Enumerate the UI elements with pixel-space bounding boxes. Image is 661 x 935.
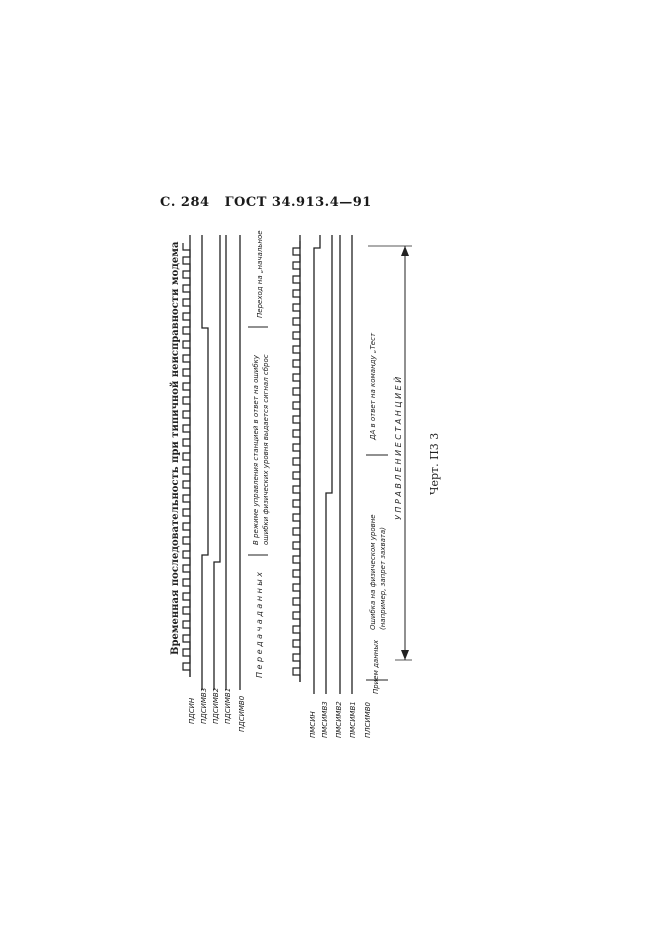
signal-pdsimv2: [213, 235, 221, 690]
annotation-control-mode-2: ошибки физических уровня выдается сигнал…: [262, 354, 270, 545]
label-pmsin: ПМСИН: [309, 711, 317, 738]
annotation-error-physical-2: (например, запрет захвата): [379, 527, 387, 630]
clock-wave: [292, 241, 301, 682]
label-pmsimv1: ПМСИМВ1: [349, 701, 357, 738]
clock-teeth-top: [182, 243, 191, 677]
annotation-control-mode: В режиме управления станцией в ответ на …: [252, 354, 260, 545]
annotation-transfer-data: П е р е д а ч а д а н н ы х: [255, 572, 264, 678]
arrow-head-bottom: [401, 650, 409, 660]
label-pmsimv3: ПМСИМВ3: [321, 701, 329, 738]
label-pmsimv2: ПМСИМВ2: [335, 701, 343, 738]
annotation-data-label: Прием данных: [372, 639, 380, 694]
annotation-error-physical: Ошибка на физическом уровне: [369, 514, 377, 630]
standard-code: ГОСТ 34.913.4—91: [224, 195, 372, 210]
label-pdsimv2: ПДСИМВ2: [212, 687, 220, 724]
annotation-transfer-start: Переход на „начальное: [256, 230, 264, 318]
page-header: С. 284 ГОСТ 34.913.4—91: [160, 195, 382, 210]
label-pdsimv0: ПДСИМВ0: [238, 695, 246, 732]
clock-wave: [182, 243, 191, 677]
arrow-head-top: [401, 246, 409, 256]
label-pdsimv3: ПДСИМВ3: [200, 688, 208, 724]
label-pdsin: ПДСИН: [188, 697, 196, 724]
page-number: С. 284: [160, 195, 210, 210]
signal-pmsimv2: [325, 235, 333, 694]
annotation-station-control: У П Р А В Л Е Н И Е С Т А Н Ц И Е Й: [392, 377, 403, 520]
figure-caption: Черт. П3 3: [428, 433, 441, 495]
annotation-yes-answer: ДА в ответ на команду „Тест: [369, 332, 377, 441]
label-plsimv0: ПЛСИМВ0: [364, 702, 372, 738]
clock-teeth-bottom: [292, 241, 301, 682]
label-pdsimv1: ПДСИМВ1: [224, 688, 232, 724]
signal-pmsimv3: [313, 235, 321, 694]
signal-pdsimv3: [201, 235, 209, 690]
diagram-title: Временная последовательность при типично…: [170, 241, 181, 655]
